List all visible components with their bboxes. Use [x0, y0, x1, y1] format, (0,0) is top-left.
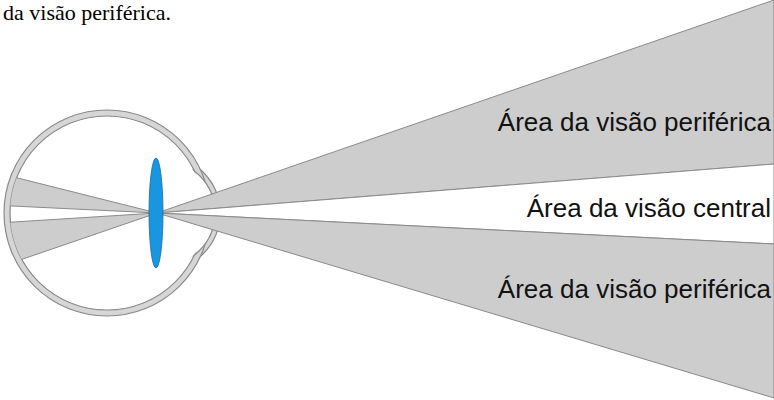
band-shape [157, 213, 774, 398]
band-label: Área da visão central [527, 194, 771, 223]
peripheral-vision-band: Área da visão periférica [157, 213, 774, 398]
band-label: Área da visão periférica [498, 108, 771, 137]
inner-light-wedges [0, 161, 157, 284]
text-fragment: da visão periférica. [3, 1, 171, 25]
band-outline [157, 213, 774, 398]
eye-lens [149, 158, 163, 268]
band-label: Área da visão periférica [498, 275, 771, 304]
